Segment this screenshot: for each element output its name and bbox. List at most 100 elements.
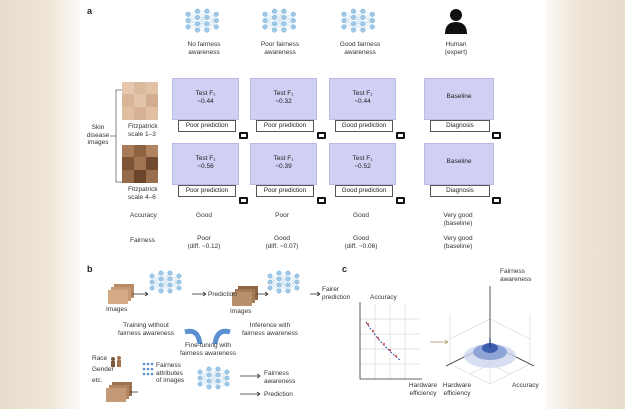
network-node — [281, 8, 287, 14]
result-box-r2-c2: Test F₁ ~0.39 — [250, 143, 317, 185]
network-icon-col3 — [341, 8, 375, 33]
training-label: Training without fairness awareness — [106, 322, 186, 337]
fairness-awareness-line: awareness — [264, 377, 296, 385]
network-node — [204, 21, 210, 27]
network-node — [294, 273, 300, 279]
network-node — [262, 24, 268, 30]
plot3d-xlabel-line: Hardware — [442, 382, 472, 389]
panel-b-arrows — [130, 291, 321, 397]
accuracy-value-line: (baseline) — [443, 219, 473, 227]
chip-icon — [492, 132, 501, 139]
network-node — [176, 285, 182, 291]
network-node — [285, 276, 291, 282]
network-node — [158, 276, 164, 282]
plot-2d-curve — [365, 321, 401, 361]
inference-label-line: Inference with — [249, 322, 291, 329]
network-node — [285, 282, 291, 288]
network-node — [285, 288, 291, 294]
plot3d-zlabel: Fairness awareness — [500, 268, 531, 283]
column-heading-line: awareness — [344, 48, 376, 56]
network-node — [276, 270, 282, 276]
fairness-value-c4: Very good (baseline) — [424, 235, 492, 250]
caption-r1-c1: Poor prediction — [178, 120, 236, 132]
network-node — [290, 18, 296, 24]
person-icon — [445, 9, 467, 34]
image-stack-icon-left — [108, 284, 134, 304]
network-node — [176, 279, 182, 285]
panel-c-letter: c — [342, 264, 348, 274]
left-label-line: disease — [86, 131, 110, 139]
result-box-r1-c2: Test F₁ ~0.32 — [250, 78, 317, 120]
metric-value: ~0.32 — [275, 98, 292, 105]
network-node — [215, 384, 221, 390]
result-box-r2-c4: Baseline — [424, 143, 494, 185]
fairness-value-line: (diff. ~0.06) — [344, 242, 378, 250]
network-node — [197, 369, 203, 375]
fairer-prediction-line: prediction — [322, 293, 351, 301]
image-stack-icon-right — [232, 286, 258, 306]
scale-label-row2: Fitzpatrick scale 4–6 — [128, 186, 178, 201]
plot2d-ylabel: Accuracy — [370, 294, 397, 301]
accuracy-value-line: Good — [353, 212, 369, 219]
scale-label-line: scale 4–6 — [128, 193, 156, 201]
network-node — [276, 276, 282, 282]
network-node — [350, 8, 356, 14]
network-node — [224, 375, 230, 381]
network-node — [267, 285, 273, 291]
fairness-value-line: (diff. ~0.07) — [265, 242, 299, 250]
plot-2d — [359, 302, 422, 380]
network-node — [360, 14, 366, 20]
network-node — [194, 14, 200, 20]
accuracy-value-line: Poor — [275, 212, 289, 219]
caption-r1-c2: Poor prediction — [256, 120, 314, 132]
network-node — [369, 11, 375, 17]
network-node — [215, 372, 221, 378]
gender-label: Gender — [92, 366, 114, 373]
network-node — [215, 366, 221, 372]
network-node — [360, 27, 366, 33]
chip-icon — [317, 197, 326, 204]
metric-label: Test F₁ — [352, 155, 373, 162]
training-label-line: fairness awareness — [118, 329, 174, 337]
metric-label: Test F₁ — [195, 90, 216, 97]
network-node — [213, 11, 219, 17]
chip-icon — [317, 132, 326, 139]
training-label-line: Training without — [123, 322, 169, 329]
network-node — [271, 8, 277, 14]
network-icon-col1 — [185, 8, 219, 33]
panel-c-graphics — [359, 286, 535, 385]
accuracy-value-line: Very good — [443, 212, 473, 219]
caption-r2-c4: Diagnosis — [430, 185, 490, 197]
network-node — [369, 18, 375, 24]
prediction-bottom-label: Prediction — [264, 391, 293, 398]
column-heading-line: Human — [445, 41, 467, 48]
plot2d-xlabel: Hardware efficiency — [398, 382, 448, 397]
accuracy-value-line: Good — [196, 212, 212, 219]
finetune-label: Fine-tuning with fairness awareness — [170, 342, 246, 357]
plot3d-ylabel: Accuracy — [512, 382, 539, 389]
network-node — [271, 21, 277, 27]
network-node — [360, 8, 366, 14]
finetune-arrow-right — [212, 328, 231, 345]
fairness-value-line: Good — [353, 235, 369, 242]
fairness-awareness-line: Fairness — [264, 370, 289, 377]
metric-value: ~0.39 — [275, 163, 292, 170]
plot2d-xlabel-line: efficiency — [409, 389, 437, 397]
network-node — [224, 369, 230, 375]
plot3d-xlabel-line: efficiency — [443, 389, 471, 397]
fairness-value-line: (baseline) — [443, 242, 473, 250]
chip-icon — [239, 132, 248, 139]
network-node — [350, 27, 356, 33]
chip-icon — [396, 197, 405, 204]
caption-r2-c3: Good prediction — [335, 185, 393, 197]
caption-r1-c4: Diagnosis — [430, 120, 490, 132]
people-icon — [111, 356, 121, 367]
network-node — [167, 276, 173, 282]
chip-icon — [396, 132, 405, 139]
network-node — [194, 21, 200, 27]
fairness-value-line: Good — [274, 235, 290, 242]
network-node — [158, 282, 164, 288]
network-node — [185, 18, 191, 24]
caption-r1-c3: Good prediction — [335, 120, 393, 132]
